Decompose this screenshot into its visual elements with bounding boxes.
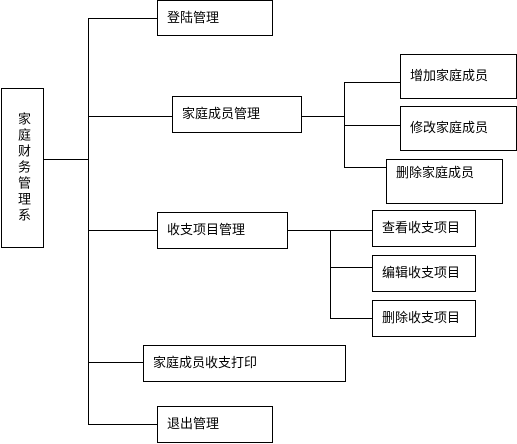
node-label: 家庭成员收支打印 [153,356,258,371]
node-label: 删除家庭成员 [396,166,475,181]
node-edit-family-member: 修改家庭成员 [400,106,517,151]
node-label: 收支项目管理 [167,223,246,238]
node-label: 增加家庭成员 [410,69,489,84]
node-label: 删除收支项目 [382,311,461,326]
node-login-management: 登陆管理 [157,0,273,36]
root-label: 家庭财务管理系 [15,112,30,224]
node-add-family-member: 增加家庭成员 [400,54,517,99]
node-label: 家庭成员管理 [182,107,261,122]
node-delete-family-member: 删除家庭成员 [386,159,503,204]
node-exit-management: 退出管理 [157,406,273,443]
node-label: 退出管理 [167,417,220,432]
node-family-member-management: 家庭成员管理 [172,96,302,133]
node-label: 登陆管理 [167,10,220,26]
node-label: 查看收支项目 [382,221,461,236]
node-family-member-income-print: 家庭成员收支打印 [143,345,346,382]
node-label: 编辑收支项目 [382,266,461,281]
node-delete-income-expense-item: 删除收支项目 [372,300,476,337]
node-view-income-expense-item: 查看收支项目 [372,210,476,247]
node-label: 修改家庭成员 [410,121,489,136]
root-node: 家庭财务管理系 [1,88,44,248]
node-income-expense-item-management: 收支项目管理 [157,212,288,249]
node-edit-income-expense-item: 编辑收支项目 [372,255,476,292]
